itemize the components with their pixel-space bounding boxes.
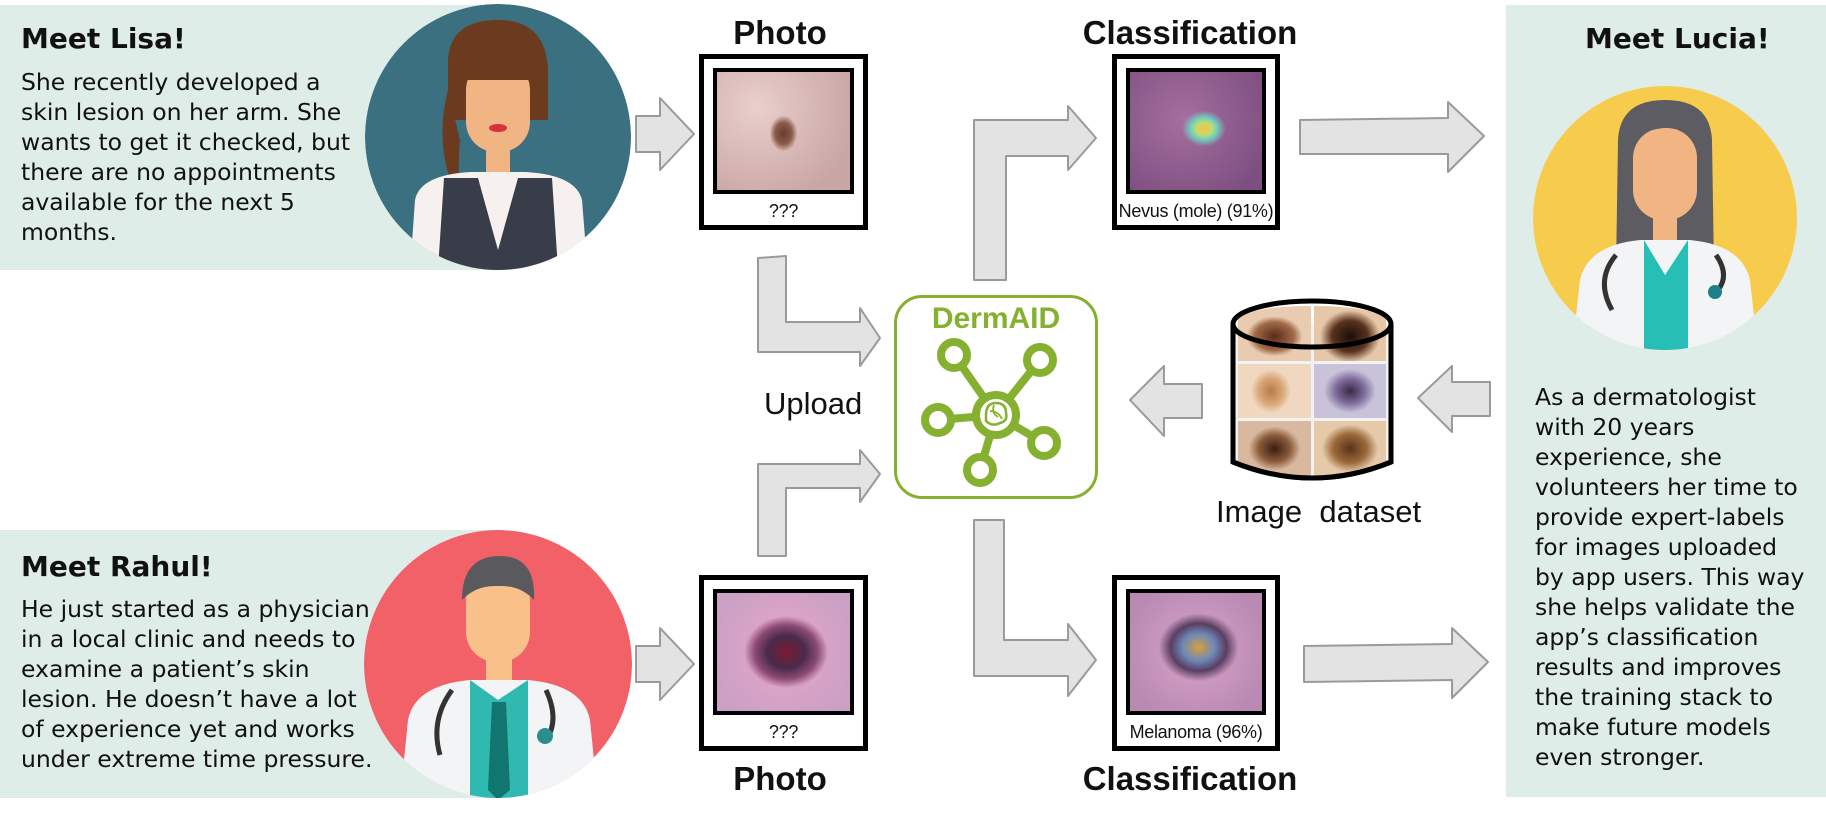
photo-caption-top: ??? xyxy=(768,201,799,221)
arrow-classification-bottom-to-lucia xyxy=(1303,627,1489,699)
classification-frame-bottom: Melanoma (96%) xyxy=(1112,575,1280,751)
lisa-title: Meet Lisa! xyxy=(21,22,186,55)
rahul-description: He just started as a physician in a loca… xyxy=(21,595,373,773)
arrow-lucia-to-dataset xyxy=(1417,365,1491,433)
arrow-photo-top-to-app xyxy=(757,255,881,367)
dermaid-app-box: DermAID xyxy=(894,295,1098,499)
lesion-photo-bottom xyxy=(713,589,854,715)
photo-frame-top: ??? xyxy=(699,54,868,230)
heatmap-image-bottom xyxy=(1126,589,1266,715)
neural-network-brain-icon xyxy=(921,338,1061,487)
arrow-rahul-to-photo xyxy=(635,627,695,701)
lucia-description: As a dermatologist with 20 years experie… xyxy=(1535,383,1805,771)
image-dataset-cylinder xyxy=(1230,298,1394,488)
classification-heading-top: Classification xyxy=(1082,14,1298,51)
classification-caption-top: Nevus (mole) (91%) xyxy=(1118,201,1274,221)
dataset-image-grid xyxy=(1238,306,1386,476)
arrow-app-to-classification-bottom xyxy=(973,519,1097,697)
arrow-app-to-classification-top xyxy=(973,105,1097,281)
heatmap-image-top xyxy=(1126,68,1266,194)
photo-heading-top: Photo xyxy=(733,14,827,51)
lesion-photo-top xyxy=(713,68,854,194)
arrow-dataset-to-app xyxy=(1129,365,1203,437)
dataset-label: Image dataset xyxy=(1216,494,1422,529)
lisa-description: She recently developed a skin lesion on … xyxy=(21,68,351,246)
classification-heading-bottom: Classification xyxy=(1082,760,1298,797)
photo-caption-bottom: ??? xyxy=(768,722,799,742)
dermaid-app-name: DermAID xyxy=(931,302,1061,335)
rahul-title: Meet Rahul! xyxy=(21,550,213,583)
lucia-title: Meet Lucia! xyxy=(1585,22,1770,55)
classification-caption-bottom: Melanoma (96%) xyxy=(1129,722,1263,742)
arrow-classification-top-to-lucia xyxy=(1299,101,1485,173)
upload-label: Upload xyxy=(764,386,863,421)
photo-heading-bottom: Photo xyxy=(733,760,827,797)
arrow-photo-bottom-to-app xyxy=(757,449,881,557)
arrow-lisa-to-photo xyxy=(635,97,695,171)
classification-frame-top: Nevus (mole) (91%) xyxy=(1112,54,1280,230)
photo-frame-bottom: ??? xyxy=(699,575,868,751)
